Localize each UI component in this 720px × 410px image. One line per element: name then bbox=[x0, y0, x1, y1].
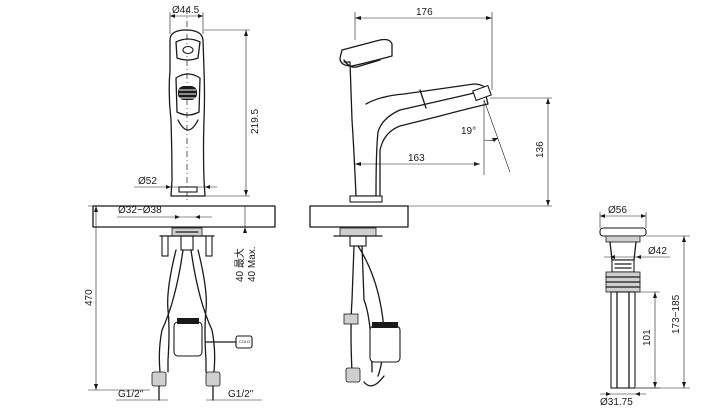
front-spout-opening bbox=[175, 73, 201, 116]
drain-cap bbox=[599, 227, 647, 237]
side-hose-1 bbox=[350, 245, 355, 373]
dim-drain-bottom: Ø31.75 bbox=[600, 397, 633, 408]
side-counterweight bbox=[369, 325, 401, 363]
front-base-ring bbox=[178, 186, 198, 193]
dim-deck-thickness: 40 最大 bbox=[233, 248, 246, 282]
front-hose-left bbox=[167, 249, 177, 373]
front-faucet-body bbox=[168, 29, 206, 197]
dim-side-reach-total: 176 bbox=[416, 7, 433, 18]
dim-drain-top: Ø56 bbox=[608, 205, 627, 216]
front-hose-pull bbox=[158, 249, 184, 373]
side-view: 176 136 163 19° bbox=[309, 7, 552, 387]
drain-tailpipe bbox=[610, 291, 636, 389]
front-stud-right bbox=[205, 235, 213, 257]
dim-drain-mid: Ø42 bbox=[648, 246, 667, 257]
dim-base-diameter: Ø52 bbox=[138, 176, 157, 187]
dim-hole-diameter: Ø32~Ø38 bbox=[118, 205, 162, 216]
dim-deck-thickness-line1: 40 最大 bbox=[233, 248, 246, 282]
side-mounting-nut bbox=[339, 227, 377, 237]
dim-spout-angle: 19° bbox=[461, 126, 476, 137]
side-weight-clip bbox=[372, 322, 398, 328]
front-counterweight bbox=[173, 321, 203, 357]
side-spray-head bbox=[472, 84, 492, 102]
side-fitting bbox=[345, 367, 361, 383]
front-hose-pull-2 bbox=[190, 249, 216, 373]
front-hose-right bbox=[197, 249, 207, 373]
dim-spout-width: Ø44.5 bbox=[172, 5, 200, 16]
side-shank bbox=[349, 235, 367, 247]
front-weight-clip bbox=[177, 318, 199, 324]
drain-flange bbox=[605, 235, 641, 243]
front-view: COLD Ø44.5 219.5 Ø52 Ø32~Ø38 bbox=[84, 5, 276, 401]
front-stud-left bbox=[161, 235, 169, 257]
front-fitting-right bbox=[205, 371, 221, 387]
front-spout-curve bbox=[177, 119, 199, 131]
side-handle-base bbox=[343, 59, 381, 68]
dim-side-height: 136 bbox=[535, 141, 546, 158]
dim-deck-thickness-2: 40 Max. bbox=[247, 246, 258, 282]
front-countertop bbox=[92, 205, 276, 228]
side-countertop bbox=[309, 205, 409, 228]
dim-left-hose-thread: G1/2" bbox=[118, 389, 144, 400]
side-handle-lever bbox=[339, 38, 393, 67]
side-faucet-body bbox=[343, 61, 489, 197]
front-cold-tag-label: COLD bbox=[239, 339, 250, 344]
drain-window bbox=[611, 259, 635, 273]
front-handle-knob bbox=[182, 45, 194, 55]
dim-drain-length: 101 bbox=[642, 329, 653, 346]
dim-right-hose-thread: G1/2" bbox=[228, 389, 254, 400]
dim-front-height: 219.5 bbox=[250, 109, 261, 134]
drain-view: Ø56 Ø42 101 173~185 Ø31.75 bbox=[599, 205, 690, 408]
side-hose-clip bbox=[343, 313, 359, 325]
front-handle-top bbox=[175, 38, 201, 61]
dim-total-length: 470 bbox=[84, 289, 95, 306]
dim-side-reach: 163 bbox=[408, 153, 425, 164]
side-base-ring bbox=[349, 195, 383, 203]
dim-drain-range: 173~185 bbox=[671, 294, 682, 334]
side-hose-loop bbox=[363, 375, 385, 387]
front-shank bbox=[180, 235, 194, 251]
front-fitting-left bbox=[151, 371, 167, 387]
side-spout-seam bbox=[419, 89, 427, 109]
